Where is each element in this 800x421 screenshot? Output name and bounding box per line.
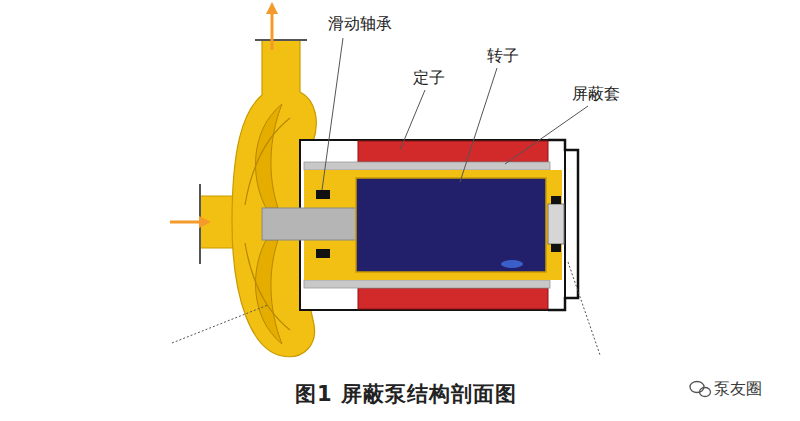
- part-label: 定子: [413, 68, 445, 87]
- can-sleeve: [304, 162, 550, 170]
- outlet-flange: [255, 39, 307, 41]
- rotor-mark: [501, 260, 523, 268]
- leader-line: [568, 262, 600, 355]
- figure-caption: 图1 屏蔽泵结构剖面图: [295, 382, 517, 407]
- can-sleeve: [304, 280, 550, 288]
- part-label: 转子: [487, 46, 519, 65]
- leader-line: [505, 106, 588, 164]
- rotor: [356, 178, 546, 272]
- plain-bearing: [316, 249, 330, 258]
- impeller-curve: [245, 243, 290, 330]
- outlet-arrow: [271, 8, 274, 50]
- stator: [358, 141, 548, 162]
- plain-bearing: [551, 244, 561, 252]
- shaft: [262, 208, 362, 240]
- watermark: 泵友圈: [714, 379, 762, 398]
- impeller-curve: [245, 118, 290, 205]
- wechat-icon: [690, 382, 711, 397]
- part-label: 屏蔽套: [572, 84, 620, 103]
- inlet-flange: [199, 184, 201, 264]
- stator: [358, 288, 548, 309]
- leader-line: [322, 38, 343, 190]
- plain-bearing: [551, 196, 561, 204]
- rear-shaft-end: [548, 204, 564, 244]
- leader-line: [460, 68, 497, 182]
- plain-bearing: [316, 190, 330, 199]
- end-cap: [548, 140, 578, 310]
- part-label: 滑动轴承: [328, 14, 392, 33]
- leader-line: [172, 305, 268, 343]
- inlet-arrow: [170, 221, 205, 224]
- leader-line: [400, 90, 425, 150]
